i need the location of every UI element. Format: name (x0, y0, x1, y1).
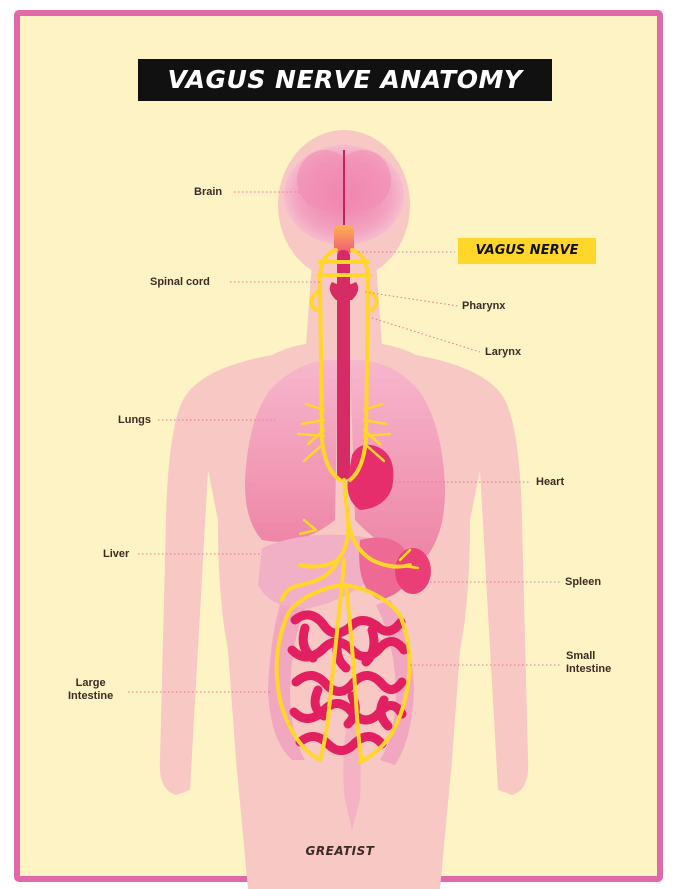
label-small-intestine: Small Intestine (566, 650, 611, 676)
label-small-intestine-line2: Intestine (566, 663, 611, 676)
label-small-intestine-line1: Small (566, 650, 611, 663)
greatist-logo: GREATIST (300, 844, 380, 858)
label-heart: Heart (536, 476, 564, 489)
label-larynx: Larynx (485, 346, 521, 359)
label-pharynx: Pharynx (462, 300, 505, 313)
label-large-intestine-line1: Large (68, 677, 113, 690)
label-lungs: Lungs (118, 414, 151, 427)
label-brain: Brain (194, 186, 222, 199)
spleen (395, 548, 431, 594)
label-spleen: Spleen (565, 576, 601, 589)
label-spinal-cord: Spinal cord (150, 276, 210, 289)
vagus-nerve-callout: VAGUS NERVE (458, 238, 596, 264)
page-title: VAGUS NERVE ANATOMY (138, 59, 552, 101)
label-liver: Liver (103, 548, 129, 561)
label-large-intestine-line2: Intestine (68, 690, 113, 703)
label-large-intestine: Large Intestine (68, 677, 113, 703)
